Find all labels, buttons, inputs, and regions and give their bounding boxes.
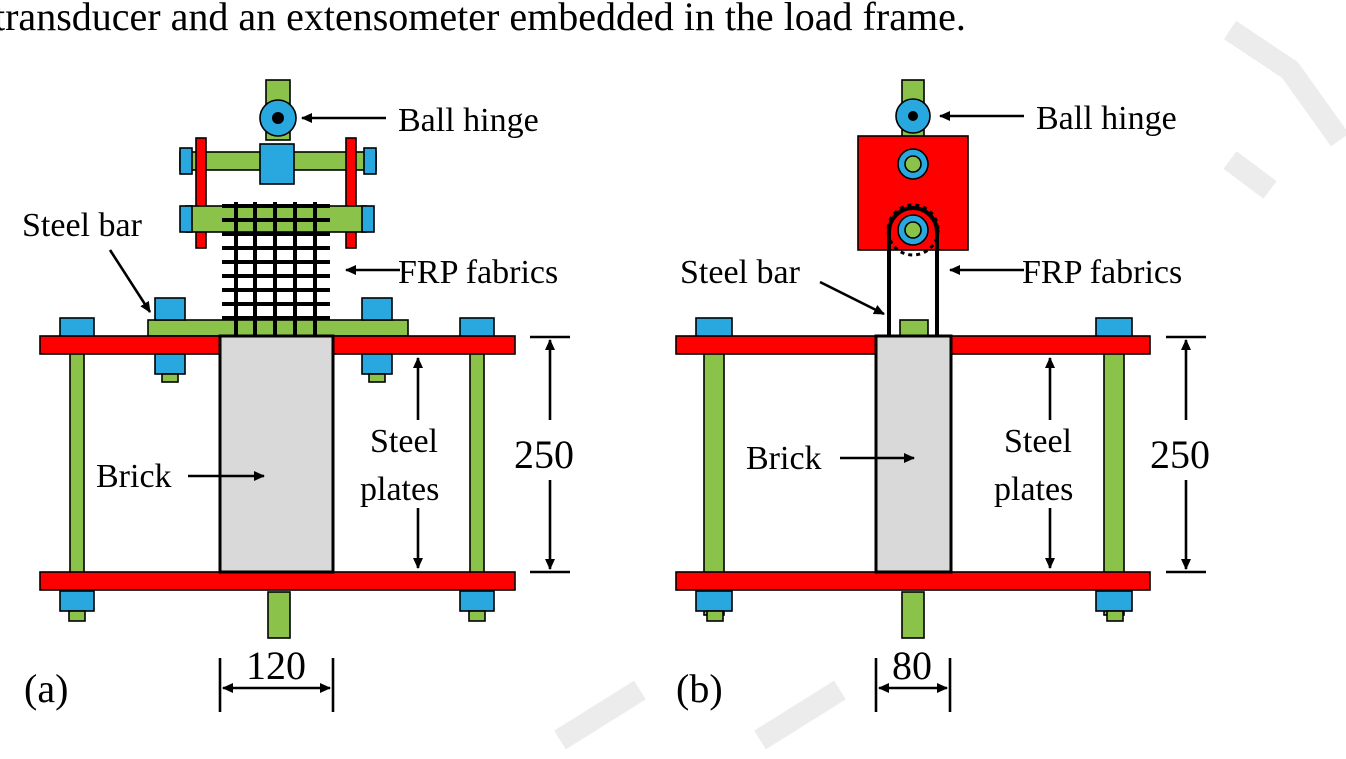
ball-hinge-label: Ball hinge: [398, 102, 539, 139]
brick-label: Brick: [96, 458, 172, 495]
nut: [363, 147, 377, 175]
panel-b: Ball hinge Steel bar FRP fabrics Brick S…: [675, 79, 1210, 712]
nut: [695, 590, 733, 612]
nut: [1095, 590, 1133, 612]
steel-plates-label-line1: Steel: [1004, 423, 1072, 460]
bolt-end: [368, 373, 386, 383]
ball-hinge-label: Ball hinge: [1036, 100, 1177, 137]
pin-lower-core: [904, 221, 922, 239]
dim-80-value: 80: [892, 643, 932, 688]
steel-plate-bottom: [39, 571, 516, 591]
panel-b-caption: (b): [676, 666, 723, 711]
steel-plates-label-line1: Steel: [370, 423, 438, 460]
panel-a: Ball hinge Steel bar FRP fabrics Brick S…: [22, 79, 574, 712]
bolt-end: [161, 373, 179, 383]
nut: [459, 317, 495, 339]
frp-fabrics-label: FRP fabrics: [1022, 254, 1182, 291]
cropped-body-text: transducer and an extensometer embedded …: [0, 0, 966, 39]
dim-120-value: 120: [246, 643, 306, 688]
bolt-end: [706, 610, 724, 622]
steel-plates-label-line2: plates: [360, 471, 439, 508]
nut: [361, 205, 375, 233]
pin-upper-core: [904, 155, 922, 173]
bottom-rod: [267, 591, 291, 639]
nut: [59, 590, 95, 612]
bottom-rod: [901, 591, 925, 639]
side-plate-left: [195, 137, 207, 249]
dim-250-value: 250: [1150, 432, 1210, 477]
steel-plate-bottom: [675, 571, 1151, 591]
frp-fabric-grid: [222, 202, 330, 336]
bolt-end: [68, 610, 86, 622]
nut: [695, 317, 733, 339]
brick: [218, 334, 335, 574]
nut: [361, 353, 393, 375]
bolt-end: [468, 610, 486, 622]
steel-bar-arrow: [819, 280, 885, 316]
bolt-end: [1106, 610, 1124, 622]
steel-bar: [147, 319, 409, 337]
steel-bar-label: Steel bar: [680, 254, 801, 291]
brick: [874, 334, 953, 574]
ball-hinge-center: [908, 111, 918, 121]
ball-hinge-center: [272, 112, 284, 124]
side-plate-right: [345, 137, 357, 249]
frp-fabric-loop: [887, 206, 939, 336]
steel-bar: [899, 319, 929, 337]
brick-label: Brick: [746, 440, 822, 477]
frp-fabrics-label: FRP fabrics: [398, 254, 558, 291]
dim-250-value: 250: [514, 432, 574, 477]
steel-bar-label: Steel bar: [22, 207, 143, 244]
panel-a-caption: (a): [24, 666, 68, 711]
watermark: [554, 20, 1346, 750]
nut: [59, 317, 95, 339]
steel-plates-label-line2: plates: [994, 471, 1073, 508]
nut: [154, 353, 186, 375]
nut: [361, 297, 393, 321]
nut: [1095, 317, 1133, 339]
nut: [179, 205, 193, 233]
nut: [154, 297, 186, 321]
nut: [459, 590, 495, 612]
hinge-block: [259, 143, 295, 185]
steel-bar-arrow: [108, 249, 152, 313]
nut: [179, 147, 193, 175]
